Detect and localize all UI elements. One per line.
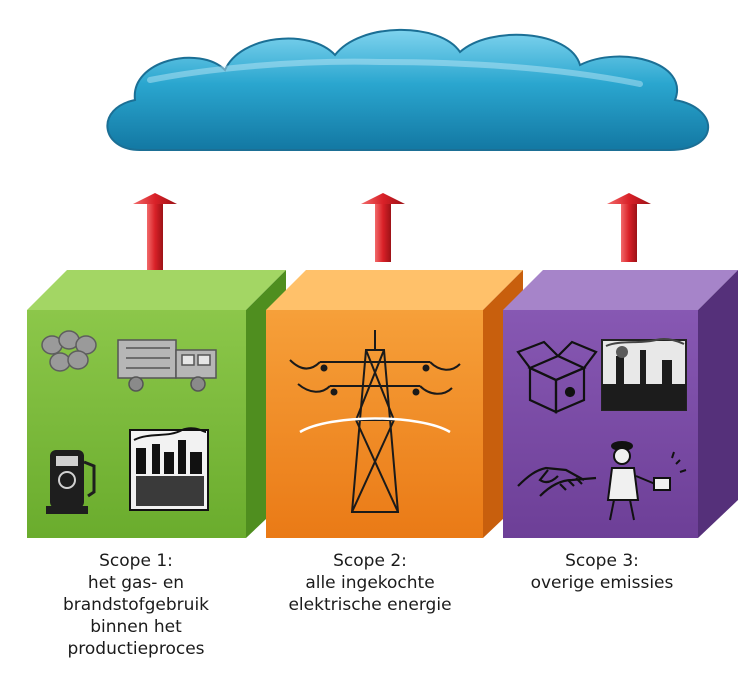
traveler-icon [606, 441, 687, 521]
caption-scope-1: Scope 1: het gas- en brandstofgebruik bi… [26, 550, 246, 660]
caption-scope-2: Scope 2: alle ingekochte elektrische ene… [260, 550, 480, 616]
cardboard-box-icon [516, 340, 598, 414]
diagram-canvas [27, 28, 738, 538]
scope-1-line-2: brandstofgebruik [62, 595, 210, 615]
truck-icon [117, 339, 217, 392]
scope-2-line-1: alle ingekochte [305, 573, 435, 593]
cube-scope-2 [266, 270, 523, 538]
arrow-scope-3 [607, 193, 651, 262]
industrial-site-icon [601, 338, 687, 411]
scope-1-title: Scope 1: [99, 551, 173, 571]
scope-2-line-2: elektrische energie [288, 595, 452, 615]
cube-scope-1 [27, 270, 286, 538]
factory-icon [129, 427, 209, 511]
cloud [106, 28, 710, 151]
scope-1-line-1: het gas- en [87, 573, 185, 593]
fuel-pump-icon [46, 450, 96, 514]
scope-2-title: Scope 2: [333, 551, 407, 571]
scope-1-line-4: productieproces [67, 639, 205, 659]
cube-scope-3 [503, 270, 738, 538]
scope-1-line-3: binnen het [90, 617, 182, 637]
power-pylon-icon [289, 330, 461, 513]
scope-3-line-1: overige emissies [530, 573, 674, 593]
arrow-scope-1 [133, 193, 177, 280]
arrow-scope-2 [361, 193, 405, 262]
gas-cylinders-icon [41, 330, 97, 372]
scope-3-title: Scope 3: [565, 551, 639, 571]
caption-scope-3: Scope 3: overige emissies [492, 550, 712, 594]
handshake-icon [517, 466, 597, 497]
